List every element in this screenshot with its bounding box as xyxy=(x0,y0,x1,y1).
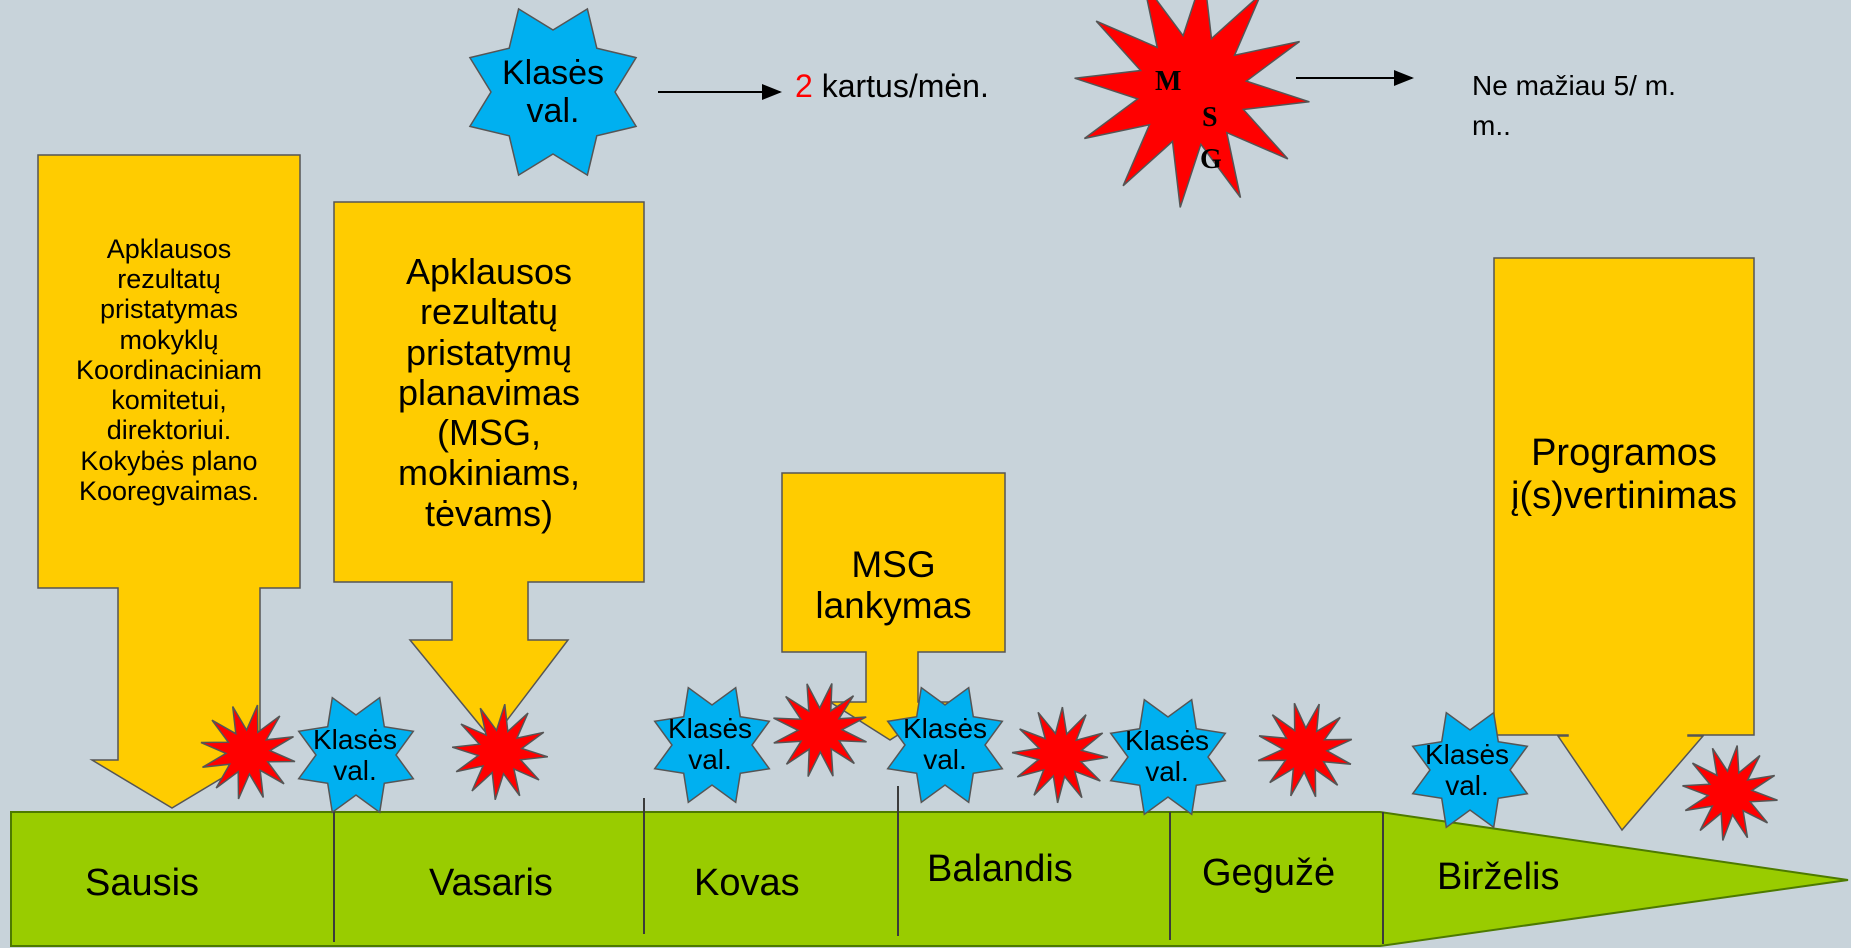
msg-star xyxy=(451,703,549,801)
class-hour-badge xyxy=(886,686,1004,804)
msg-star xyxy=(1682,745,1778,841)
class-hour-badge xyxy=(1109,698,1227,816)
month-label-june: Birželis xyxy=(1437,856,1560,898)
timeline-arrow xyxy=(10,811,1849,947)
class-hour-badge-text: Klasės val. xyxy=(1124,724,1210,787)
month-label-april: Balandis xyxy=(927,848,1073,890)
legend-msg-star xyxy=(1074,0,1310,208)
callout-text-presentation-planning: Apklausos rezultatų pristatymų planavima… xyxy=(397,250,581,534)
msg-star xyxy=(1257,702,1353,798)
callout-text-msg-visit: MSG lankymas xyxy=(815,543,972,626)
callout-text-program-evaluation: Programos į(s)vertinimas xyxy=(1511,432,1737,517)
legend-msg-frequency-line2: m.. xyxy=(1472,110,1511,141)
month-label-march: Kovas xyxy=(694,862,800,904)
legend-class-hour-frequency: 2 kartus/mėn. xyxy=(795,68,989,105)
frequency-number: 2 xyxy=(795,68,813,104)
month-label-may: Gegužė xyxy=(1202,852,1336,894)
class-hour-badge-text: Klasės val. xyxy=(312,723,398,786)
legend-class-hour-label: Klasės val. xyxy=(501,53,605,130)
month-label-february: Vasaris xyxy=(429,862,553,904)
class-hour-badge xyxy=(297,696,415,814)
callout-text-survey-presentation: Apklausos rezultatų pristatymas mokyklų … xyxy=(75,233,263,506)
class-hour-badge xyxy=(1411,711,1529,829)
legend-class-hour-badge xyxy=(468,7,638,177)
class-hour-badge-text: Klasės val. xyxy=(667,712,753,775)
callout-arrow-program-evaluation xyxy=(1493,257,1755,832)
callout-arrow-presentation-planning xyxy=(333,201,645,742)
msg-star xyxy=(1011,706,1109,804)
month-label-january: Sausis xyxy=(85,862,200,904)
legend-msg-frequency-line1: Ne mažiau 5/ m. xyxy=(1472,70,1676,101)
class-hour-badge-text: Klasės val. xyxy=(902,712,988,775)
callout-arrow-survey-presentation xyxy=(37,154,301,809)
legend-msg-letter-g: G xyxy=(1200,144,1222,175)
class-hour-badge-text: Klasės val. xyxy=(1424,738,1510,801)
msg-star xyxy=(773,683,867,777)
class-hour-badge xyxy=(653,686,771,804)
frequency-text: kartus/mėn. xyxy=(812,68,989,104)
legend-msg-letter-s: S xyxy=(1202,102,1218,133)
legend-msg-letter-m: M xyxy=(1155,66,1182,97)
msg-star xyxy=(200,704,296,800)
